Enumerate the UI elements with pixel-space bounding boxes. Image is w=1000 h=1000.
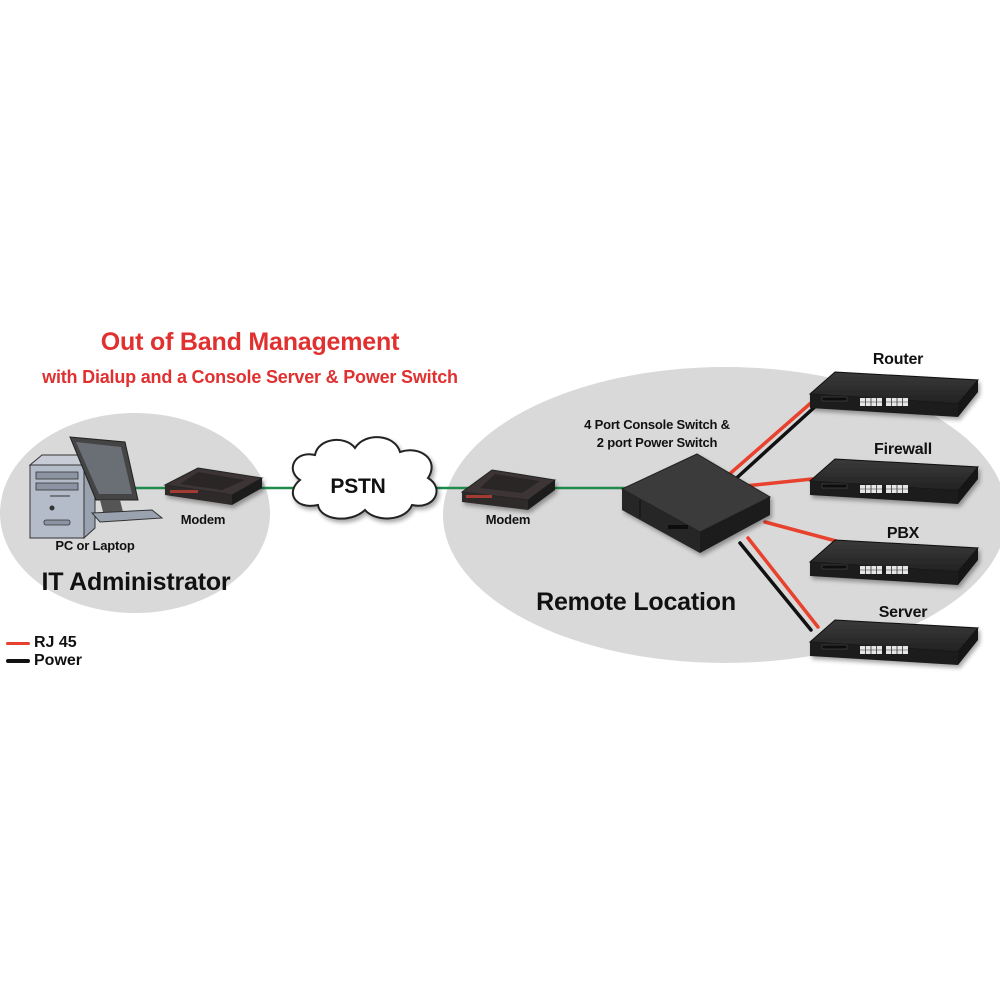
device-label-pbx: PBX: [886, 525, 920, 542]
modem-label-left: Modem: [180, 512, 226, 527]
modem-icon-right: [460, 469, 557, 510]
legend-label-power: Power: [34, 652, 83, 669]
console-switch-icon: [620, 453, 772, 553]
power-swatch: [6, 659, 30, 663]
modem-label-right: Modem: [485, 512, 531, 527]
diagram-title: Out of Band Management: [100, 328, 400, 356]
remote-location-label: Remote Location: [536, 588, 736, 616]
device-label-firewall: Firewall: [874, 441, 932, 458]
rj45-cable-firewall: [743, 477, 814, 488]
diagram-subtitle: with Dialup and a Console Server & Power…: [42, 367, 458, 387]
legend-label-rj45: RJ 45: [34, 634, 77, 651]
pc-label: PC or Laptop: [55, 538, 135, 553]
device-label-router: Router: [872, 351, 924, 368]
rj45-cable-server: [746, 536, 820, 629]
rack-devices: [808, 371, 980, 665]
console-switch-label-line2: 2 port Power Switch: [596, 435, 718, 450]
cables: [723, 400, 838, 632]
console-switch-label-line1: 4 Port Console Switch &: [584, 417, 730, 432]
pstn-label: PSTN: [330, 475, 386, 498]
rj45-cable-pbx: [763, 520, 838, 543]
monitor-icon: [69, 436, 164, 523]
rack-device-router-icon: [808, 371, 980, 417]
device-label-server: Server: [878, 604, 928, 621]
power-cable-router: [728, 402, 820, 486]
rj45-cable-router: [723, 400, 814, 480]
rack-device-pbx-icon: [808, 539, 980, 585]
pstn-cloud-icon: [291, 436, 438, 520]
rj45-swatch: [6, 641, 30, 645]
legend-item-rj45: RJ 45: [6, 634, 77, 652]
rack-device-firewall-icon: [808, 458, 980, 504]
legend-item-power: Power: [6, 652, 82, 670]
it-admin-label: IT Administrator: [41, 568, 231, 596]
rack-device-server-icon: [808, 619, 980, 665]
power-cable-server: [738, 541, 813, 632]
modem-icon-left: [163, 467, 264, 505]
